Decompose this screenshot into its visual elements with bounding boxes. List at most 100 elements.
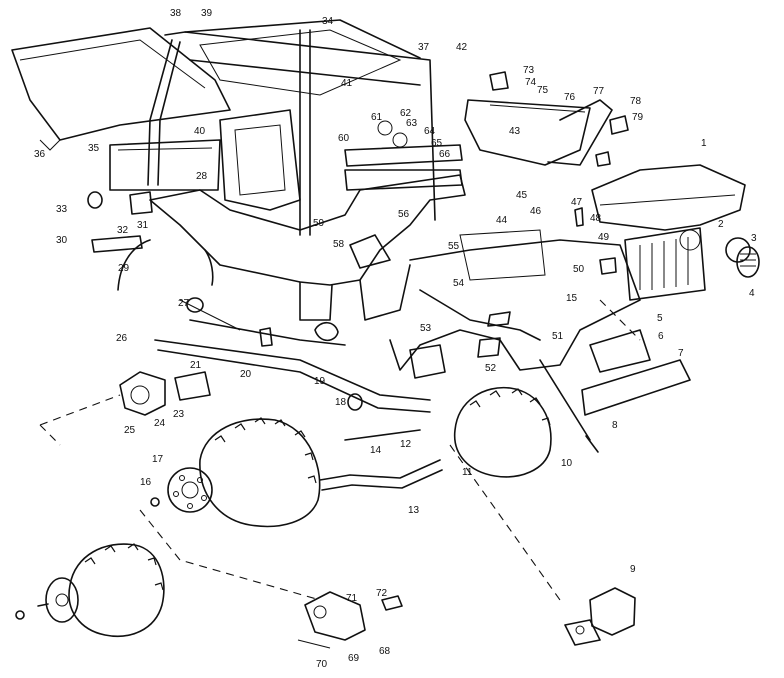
part-label: 77 — [593, 86, 605, 97]
rear-wheel-left — [199, 417, 321, 528]
part-label: 7 — [678, 348, 684, 359]
part-label: 15 — [566, 293, 578, 304]
part-label: 27 — [178, 298, 190, 309]
part-label: 34 — [322, 16, 334, 27]
front-wheel-right — [453, 386, 552, 478]
part-label: 66 — [439, 149, 451, 160]
part-label: 19 — [314, 376, 326, 387]
part-label: 32 — [117, 225, 129, 236]
part-label: 31 — [137, 220, 149, 231]
hub-cap-part — [167, 467, 213, 513]
part-label: 30 — [56, 235, 68, 246]
part-label: 28 — [196, 171, 208, 182]
part-label: 6 — [658, 331, 664, 342]
part-label: 42 — [456, 42, 468, 53]
part-label: 46 — [530, 206, 542, 217]
part-label: 14 — [370, 445, 382, 456]
part-label: 43 — [509, 126, 521, 137]
part-label: 74 — [525, 77, 537, 88]
dashboard-part — [464, 99, 613, 166]
part-label: 52 — [485, 363, 497, 374]
part-label: 5 — [657, 313, 663, 324]
part-label: 47 — [571, 197, 583, 208]
part-label: 29 — [118, 263, 130, 274]
spare-wheel-part — [15, 543, 165, 637]
part-label: 59 — [313, 218, 325, 229]
part-label: 24 — [154, 418, 166, 429]
part-label: 23 — [173, 409, 185, 420]
part-label: 12 — [400, 439, 412, 450]
headlight-part — [725, 237, 760, 278]
part-label: 17 — [152, 454, 164, 465]
part-label: 62 — [400, 108, 412, 119]
part-label: 44 — [496, 215, 508, 226]
part-label: 70 — [316, 659, 328, 670]
part-label: 76 — [564, 92, 576, 103]
part-label: 68 — [379, 646, 391, 657]
part-label: 45 — [516, 190, 528, 201]
part-label: 51 — [552, 331, 564, 342]
part-label: 9 — [630, 564, 636, 575]
part-label: 64 — [424, 126, 436, 137]
nut-part — [150, 497, 160, 507]
guide-lines — [39, 299, 641, 601]
part-label: 78 — [630, 96, 642, 107]
part-label: 2 — [718, 219, 724, 230]
part-label: 18 — [335, 397, 347, 408]
part-label: 48 — [590, 213, 602, 224]
part-label: 56 — [398, 209, 410, 220]
part-label: 39 — [201, 8, 213, 19]
part-label: 49 — [598, 232, 610, 243]
part-label: 10 — [561, 458, 573, 469]
part-label: 72 — [376, 588, 388, 599]
part-label: 71 — [346, 593, 358, 604]
body-tub-part — [109, 109, 466, 321]
part-label: 50 — [573, 264, 585, 275]
front-axle-part — [319, 429, 443, 491]
part-label: 20 — [240, 369, 252, 380]
part-label: 75 — [537, 85, 549, 96]
part-label: 21 — [190, 360, 202, 371]
part-label: 3 — [751, 233, 757, 244]
part-label: 35 — [88, 143, 100, 154]
hardware-parts — [87, 71, 629, 411]
chassis-part — [154, 299, 431, 413]
part-label: 69 — [348, 653, 360, 664]
part-label: 4 — [749, 288, 755, 299]
part-label: 55 — [448, 241, 460, 252]
part-label: 40 — [194, 126, 206, 137]
part-label: 1 — [701, 138, 707, 149]
part-label: 11 — [462, 467, 473, 478]
part-label: 36 — [34, 149, 46, 160]
part-label: 73 — [523, 65, 535, 76]
part-label: 16 — [140, 477, 152, 488]
part-label: 54 — [453, 278, 465, 289]
part-label: 65 — [431, 138, 443, 149]
steering-rod-part — [539, 359, 599, 453]
part-label: 63 — [406, 118, 418, 129]
charger-part — [297, 591, 403, 649]
windshield-part — [11, 27, 231, 151]
part-label: 13 — [408, 505, 420, 516]
part-label: 79 — [632, 112, 644, 123]
roll-bar-frame — [147, 19, 436, 236]
part-label: 60 — [338, 133, 350, 144]
part-label: 25 — [124, 425, 136, 436]
part-number-labels: 1 2 3 4 5 6 7 8 9 10 11 12 13 14 15 16 1… — [34, 8, 757, 670]
part-label: 58 — [333, 239, 345, 250]
part-label: 33 — [56, 204, 68, 215]
front-body-part — [389, 229, 641, 371]
hood-part — [591, 164, 746, 231]
part-label: 61 — [371, 112, 383, 123]
part-label: 41 — [341, 78, 353, 89]
part-label: 37 — [418, 42, 430, 53]
battery-part — [564, 587, 636, 646]
part-label: 8 — [612, 420, 618, 431]
part-label: 38 — [170, 8, 182, 19]
gearbox-part — [119, 371, 211, 416]
front-bumper-part — [581, 329, 691, 416]
part-label: 53 — [420, 323, 432, 334]
grille-part — [624, 227, 706, 301]
part-label: 26 — [116, 333, 128, 344]
